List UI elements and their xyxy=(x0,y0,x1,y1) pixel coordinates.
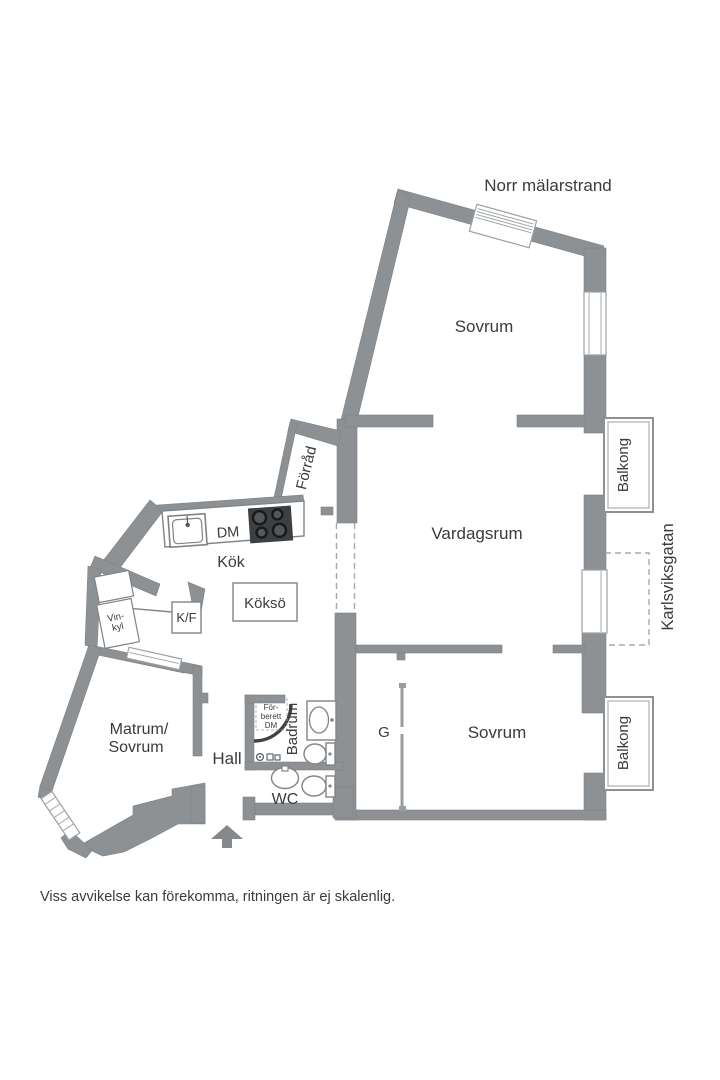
bathroom-fixtures xyxy=(253,698,337,798)
washer-connection xyxy=(256,752,281,761)
balcony-top xyxy=(603,417,654,513)
dashed-outline xyxy=(605,552,650,646)
walls xyxy=(37,188,607,859)
fridge-freezer-box xyxy=(171,601,202,634)
kitchen-sink xyxy=(167,512,208,549)
room-label-island: Köksö xyxy=(244,595,286,612)
wall-segment xyxy=(583,247,607,295)
wc-toilet xyxy=(301,775,336,798)
wall-segment xyxy=(396,652,406,661)
shower-screen xyxy=(253,703,293,743)
wall-segment xyxy=(583,354,607,434)
appliance-label-kf: K/F xyxy=(176,610,196,625)
svg-text:För-: För- xyxy=(264,703,279,712)
svg-text:Vin-: Vin- xyxy=(107,611,126,625)
wall-segment xyxy=(355,644,503,654)
wall-segment xyxy=(338,188,412,429)
wall-segment xyxy=(244,694,255,771)
balconies xyxy=(335,417,654,791)
room-label-storage: Förråd xyxy=(293,444,320,491)
stove xyxy=(247,505,294,544)
wall-segment xyxy=(344,414,434,428)
room-label-closet-g: G xyxy=(378,724,390,741)
wine-cooler-unit xyxy=(93,569,141,650)
street-label-top: Norr mälarstrand xyxy=(484,176,612,195)
balcony-label-top: Balkong xyxy=(615,438,632,492)
street-label-right: Karlsviksgatan xyxy=(659,523,677,630)
wall-segment xyxy=(242,796,256,821)
wall-segment xyxy=(336,809,607,821)
svg-text:DM: DM xyxy=(265,721,278,730)
room-label-hall: Hall xyxy=(212,749,241,768)
wall-segment xyxy=(199,692,209,704)
wall-segment xyxy=(244,694,286,704)
wall-segment xyxy=(320,506,334,516)
wall-segment xyxy=(581,631,607,714)
window-dining-top xyxy=(125,646,183,671)
room-label-living: Vardagsrum xyxy=(431,524,522,543)
wall-segment xyxy=(83,782,206,857)
appliance-label-winecooler: Vin- kyl xyxy=(107,611,126,634)
disclaimer-text: Viss avvikelse kan förekomma, ritningen … xyxy=(40,889,395,905)
kitchen-island xyxy=(232,582,298,622)
svg-text:kyl: kyl xyxy=(111,621,125,634)
room-label-dining-line1: Matrum/ xyxy=(110,721,169,738)
room-label-bathroom: Badrum xyxy=(284,703,301,756)
balcony-label-bottom: Balkong xyxy=(615,716,632,770)
prepared-dm-outline xyxy=(255,698,288,731)
room-label-wc: WC xyxy=(272,791,299,808)
appliance-label-prepared-dm: För- berett DM xyxy=(261,703,282,730)
wall-segment xyxy=(332,786,354,819)
window-dining-left xyxy=(40,790,81,841)
kitchen-fixtures xyxy=(93,500,305,650)
bathroom-toilet xyxy=(303,742,336,766)
room-label-bedroom-bottom: Sovrum xyxy=(468,723,527,742)
entrance-arrow-icon xyxy=(211,825,243,848)
balcony-bottom xyxy=(603,696,654,791)
room-label-dining-line2: Sovrum xyxy=(108,739,163,756)
wc-sink xyxy=(270,765,300,790)
labels: Norr mälarstrand Karlsviksgatan Sovrum V… xyxy=(40,176,677,905)
window-top-bedroom xyxy=(468,203,538,249)
wall-segment xyxy=(516,414,586,428)
wardrobe-partition xyxy=(399,683,406,811)
window-right-upper xyxy=(583,291,607,356)
appliance-label-dm: DM xyxy=(216,524,240,542)
wall-segment xyxy=(552,644,586,654)
wall-segment xyxy=(102,499,164,574)
room-label-bedroom-top: Sovrum xyxy=(455,317,514,336)
room-label-kitchen: Kök xyxy=(217,554,246,571)
window-balcony-door xyxy=(581,569,608,634)
windows xyxy=(40,203,608,841)
wall-segment xyxy=(192,665,203,757)
wall-segment xyxy=(583,494,607,572)
wall-segment xyxy=(39,644,102,792)
bathroom-sink xyxy=(306,700,337,741)
wall-segment xyxy=(190,785,206,824)
wall-segment xyxy=(287,418,342,447)
svg-text:berett: berett xyxy=(261,712,282,721)
